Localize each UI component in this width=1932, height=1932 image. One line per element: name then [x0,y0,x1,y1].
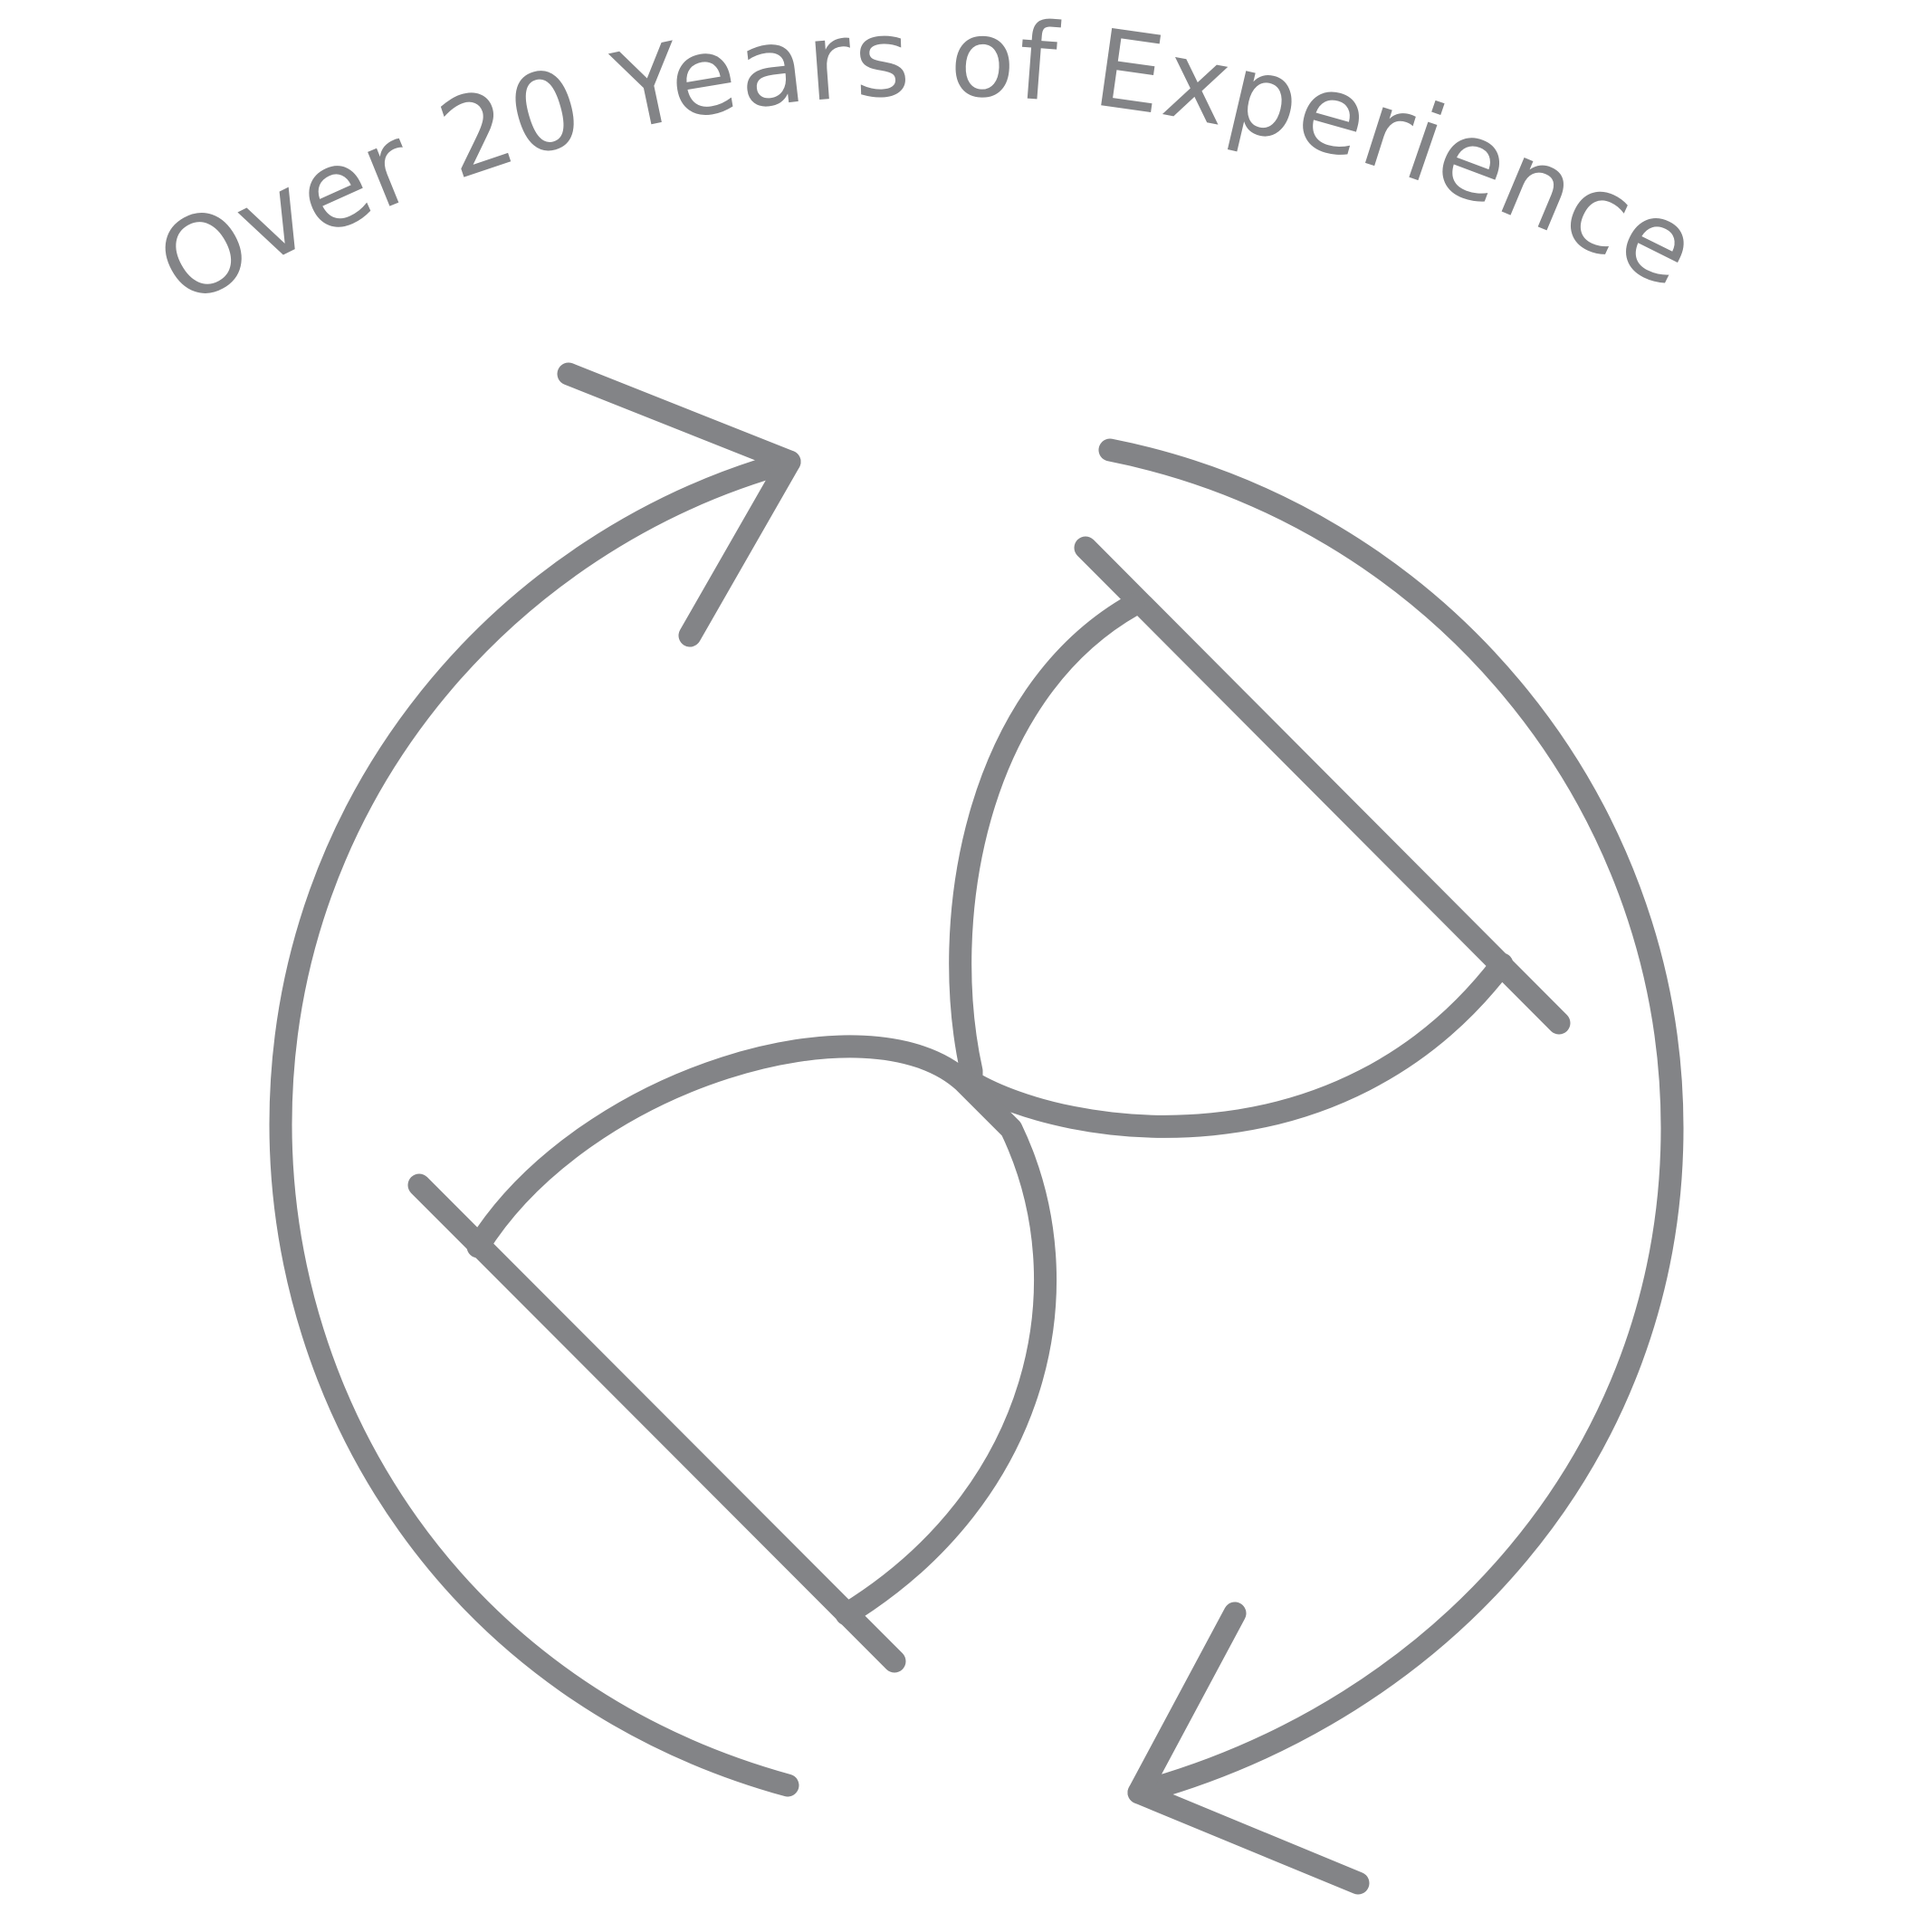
inner-upper-right-diagonal [1074,536,1571,1035]
outer-left-arrow [269,362,801,1797]
outer-left-arrowhead-icon [557,362,801,647]
outer-right-arrow [1098,438,1684,1895]
outer-left-arc [269,450,801,1797]
outer-right-arrowhead-icon [1127,1602,1370,1895]
inner-lower-left-diagonal [407,1173,906,1673]
inner-lower-left-segment [407,1035,1057,1673]
outer-right-arc [1098,438,1684,1804]
tagline-text: Over 20 Years of Experience [138,0,1717,330]
tagline-textpath: Over 20 Years of Experience [138,0,1716,330]
inner-lower-left-arc [466,1035,1057,1626]
